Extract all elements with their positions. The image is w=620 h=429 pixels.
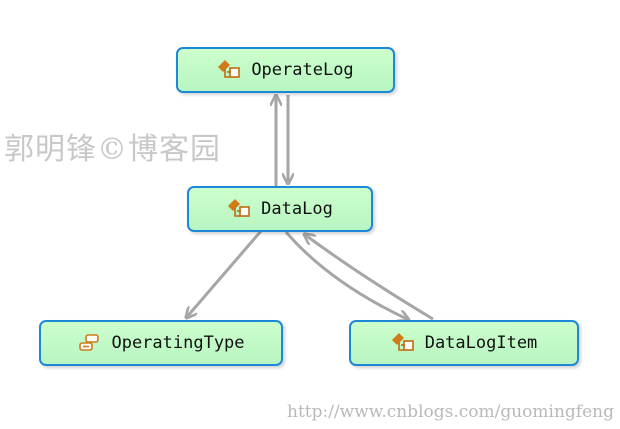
edge-datalogitem-to-datalog <box>304 234 434 321</box>
node-label: DataLogItem <box>424 333 538 353</box>
edge-datalog-to-operatingtype <box>186 230 263 318</box>
watermark-url: http://www.cnblogs.com/guomingfeng <box>287 402 614 422</box>
entity-class-icon <box>227 198 251 220</box>
node-label: OperatingType <box>111 333 245 353</box>
watermark-author: 郭明锋©博客园 <box>4 132 221 167</box>
node-label: DataLog <box>261 199 333 219</box>
entity-class-icon <box>217 59 241 81</box>
entity-class-icon <box>391 332 415 354</box>
node-operatelog[interactable]: OperateLog <box>176 47 395 93</box>
node-datalog[interactable]: DataLog <box>187 186 373 232</box>
node-label: OperateLog <box>251 60 354 80</box>
enum-icon <box>77 332 101 354</box>
edge-datalog-to-datalogitem <box>284 231 409 320</box>
node-datalogitem[interactable]: DataLogItem <box>349 320 579 366</box>
node-operatingtype[interactable]: OperatingType <box>39 320 283 366</box>
